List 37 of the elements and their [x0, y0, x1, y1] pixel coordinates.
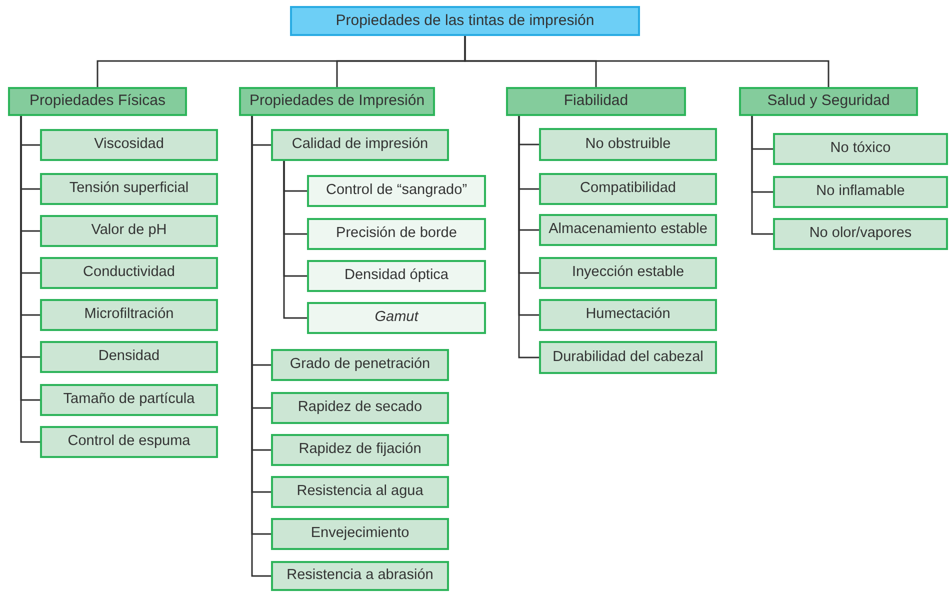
property-box: No olor/vapores — [773, 218, 948, 250]
property-box: No inflamable — [773, 176, 948, 208]
property-box: Viscosidad — [40, 129, 218, 161]
connector-line — [751, 116, 773, 235]
category-box: Propiedades de Impresión — [239, 87, 435, 116]
subproperty-box: Precisión de borde — [307, 218, 486, 250]
property-box: Humectación — [539, 299, 717, 331]
subproperty-box: Densidad óptica — [307, 260, 486, 292]
property-box: Tamaño de partícula — [40, 384, 218, 416]
property-box: No obstruible — [539, 128, 717, 161]
connector-line — [518, 116, 539, 358]
property-box: Resistencia al agua — [271, 476, 449, 508]
property-box: No tóxico — [773, 133, 948, 165]
property-box: Tensión superficial — [40, 173, 218, 205]
connector-line — [283, 161, 307, 319]
category-box: Fiabilidad — [506, 87, 686, 116]
property-box: Inyección estable — [539, 257, 717, 289]
property-box: Calidad de impresión — [271, 129, 449, 161]
category-box: Propiedades Físicas — [8, 87, 187, 116]
property-box: Densidad — [40, 341, 218, 373]
property-box: Rapidez de secado — [271, 392, 449, 424]
connector-line — [464, 36, 830, 87]
root-box: Propiedades de las tintas de impresión — [290, 6, 640, 36]
subproperty-box: Control de “sangrado” — [307, 175, 486, 207]
property-box: Grado de penetración — [271, 349, 449, 381]
property-box: Envejecimiento — [271, 518, 449, 550]
property-box: Resistencia a abrasión — [271, 561, 449, 591]
property-box: Control de espuma — [40, 426, 218, 458]
property-box: Conductividad — [40, 257, 218, 289]
property-box: Microfiltración — [40, 299, 218, 331]
property-box: Rapidez de fijación — [271, 434, 449, 466]
property-box: Compatibilidad — [539, 173, 717, 205]
property-box: Almacenamiento estable — [539, 214, 717, 246]
property-box: Valor de pH — [40, 215, 218, 247]
subproperty-box: Gamut — [307, 302, 486, 334]
category-box: Salud y Seguridad — [739, 87, 918, 116]
property-box: Durabilidad del cabezal — [539, 341, 717, 374]
